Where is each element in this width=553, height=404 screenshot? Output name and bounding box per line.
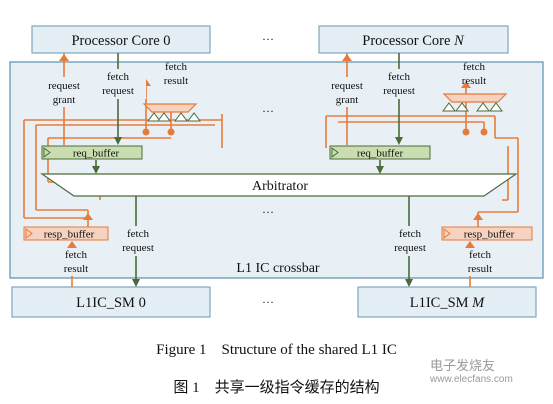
junction-circles [142, 128, 488, 136]
labels-top-left: request grant fetch request fetch result [36, 61, 188, 107]
smMText-variable: M [471, 295, 485, 311]
l1-ic-structure-diagram: Processor Core 0 ··· Processor Core N L1… [9, 25, 544, 318]
request-grant-right-line1: request [331, 80, 363, 92]
processor-core-n-text: Processor Core [362, 33, 454, 49]
resp-buffer-left-label: resp_buffer [44, 229, 95, 241]
request-grant-right-line2: grant [336, 94, 359, 106]
processor-core-n-label: Processor Core N [362, 33, 465, 49]
req-buffer-right: req_buffer [329, 145, 431, 160]
watermark-logo-text: 电子发烧友 [430, 358, 496, 373]
request-grant-left-line1: request [48, 80, 80, 92]
fetch-request-top-right-line2: request [383, 85, 415, 97]
l1ic-sm-m-label: L1IC_SM M [410, 295, 485, 311]
resp-buffer-left: resp_buffer [23, 226, 109, 241]
labels-top-right: request grant fetch request fetch result [319, 61, 486, 107]
resp-buffer-right: resp_buffer [441, 226, 533, 241]
l1ic-sm-m-box [357, 286, 537, 318]
fetch-request-top-right-line1: fetch [388, 71, 410, 83]
mux-left [142, 103, 201, 122]
fetch-request-bottom-left-line1: fetch [127, 228, 149, 240]
labels-bottom: fetch request fetch request fetch result… [56, 226, 502, 276]
processor-core-n-box [318, 25, 509, 54]
arbitrator-label: Arbitrator [252, 179, 308, 194]
fetch-result-top-left-line1: fetch [165, 61, 187, 73]
fetch-request-bottom-left-line2: request [122, 242, 154, 254]
mid-ellipsis-2: ··· [262, 205, 274, 219]
arbitrator-shape [40, 173, 518, 197]
mux-right [442, 93, 508, 112]
fetch-result-top-right-line1: fetch [463, 61, 485, 73]
fetch-result-top-left-line2: result [164, 75, 188, 87]
fetch-request-bottom-right-line1: fetch [399, 228, 421, 240]
l1ic-sm-0-label: L1IC_SM 0 [76, 295, 146, 311]
processor-core-0-box [31, 25, 211, 54]
bottom-ellipsis: ··· [262, 295, 274, 309]
fetch-result-bottom-left-line1: fetch [65, 249, 87, 261]
processor-core-0-label: Processor Core 0 [71, 33, 170, 49]
crossbar-label: L1 IC crossbar [236, 261, 320, 276]
caption-english: Figure 1 Structure of the shared L1 IC [156, 342, 397, 358]
coreNText-variable: N [453, 33, 465, 49]
watermark: 电子发烧友 www.elecfans.com [396, 355, 546, 397]
fetch-result-top-right-line2: result [462, 75, 486, 87]
req-buffer-left: req_buffer [41, 145, 143, 160]
orange-wires-right [325, 53, 519, 287]
fetch-result-bottom-right-line1: fetch [469, 249, 491, 261]
l1ic-sm-0-box [11, 286, 211, 318]
caption-chinese: 图 1 共享一级指令缓存的结构 [173, 380, 380, 396]
fetch-request-top-left-line1: fetch [107, 71, 129, 83]
req-buffer-right-label: req_buffer [357, 148, 404, 160]
fetch-request-top-left-line2: request [102, 85, 134, 97]
fetch-result-bottom-right-line2: result [468, 263, 492, 275]
req-buffer-left-label: req_buffer [73, 148, 120, 160]
request-grant-left-line2: grant [53, 94, 76, 106]
watermark-url: www.elecfans.com [430, 374, 513, 385]
top-ellipsis: ··· [262, 32, 274, 46]
fetch-result-bottom-left-line2: result [64, 263, 88, 275]
fetch-request-bottom-right-line2: request [394, 242, 426, 254]
mid-ellipsis-1: ··· [262, 104, 274, 118]
resp-buffer-right-label: resp_buffer [464, 229, 515, 241]
